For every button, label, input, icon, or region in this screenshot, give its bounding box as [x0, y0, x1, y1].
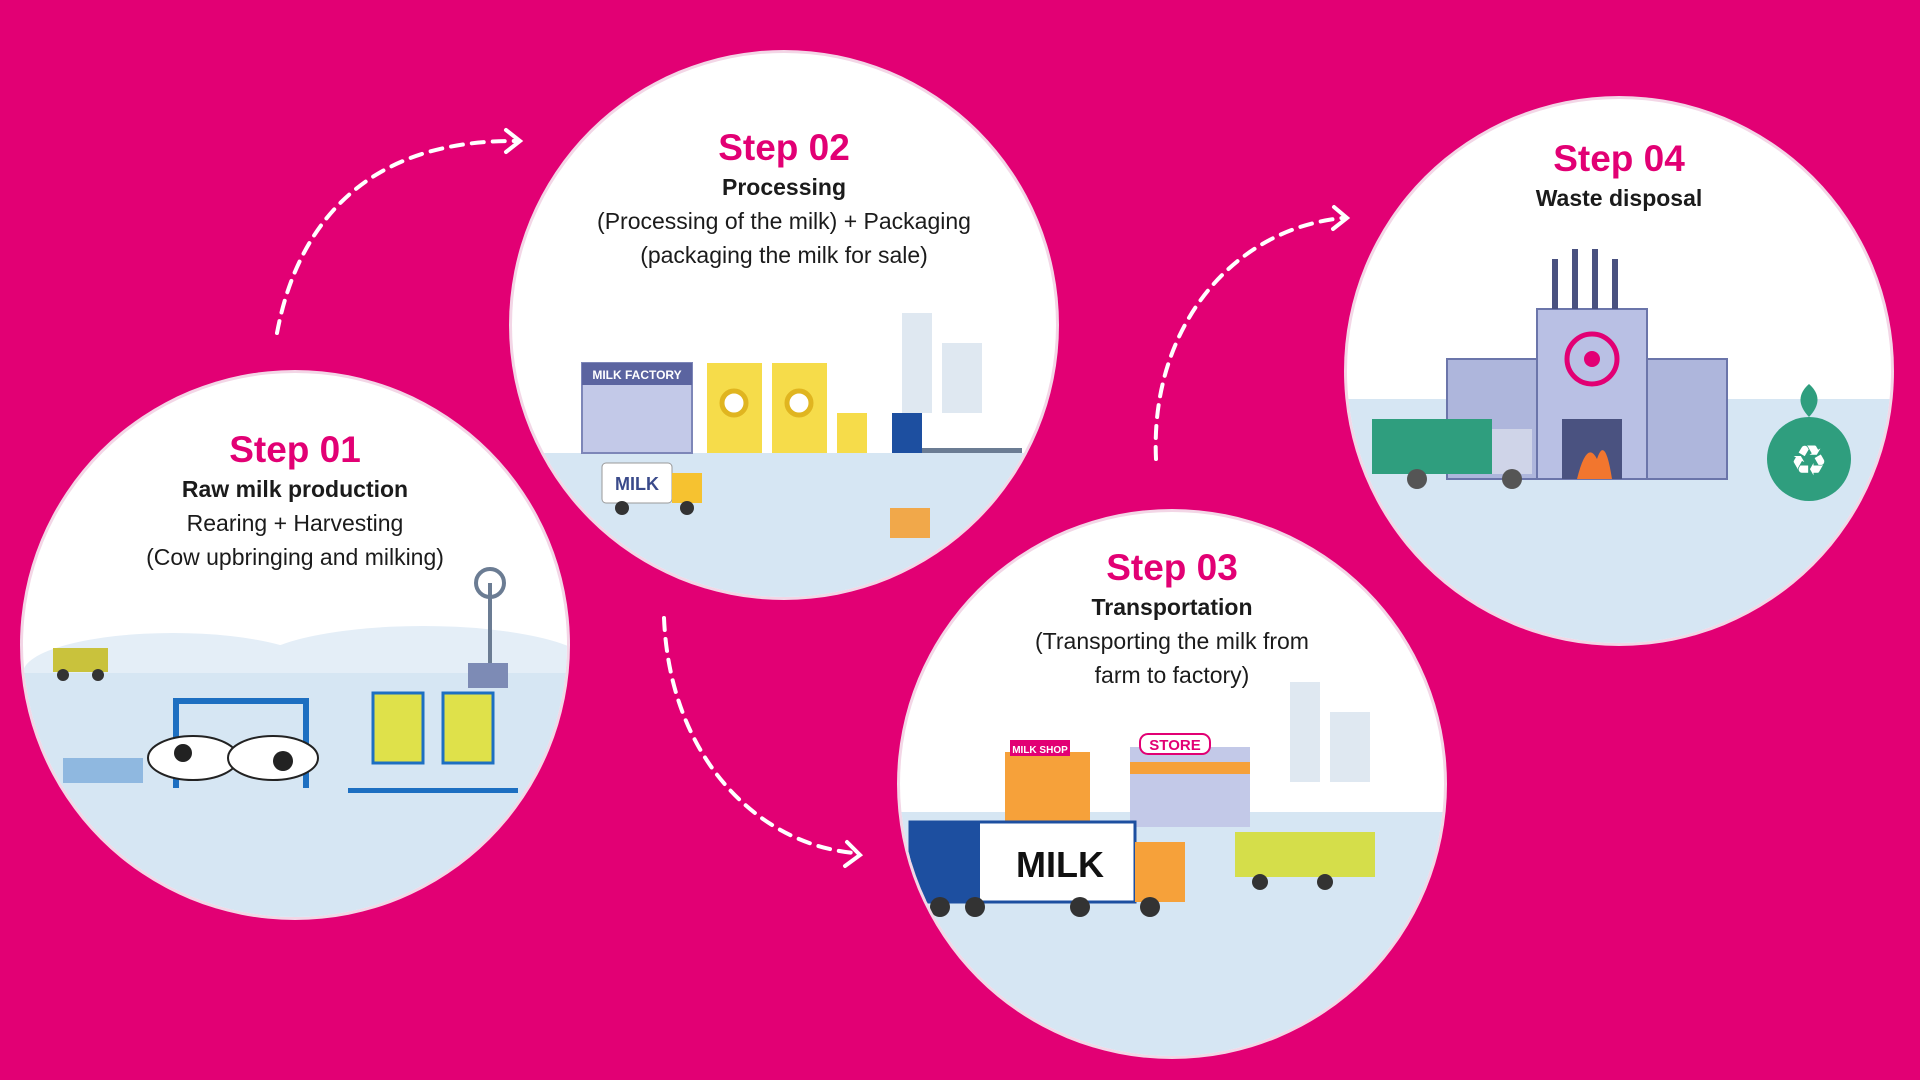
- step-title: Raw milk production: [181, 476, 409, 502]
- milk-shop-sign: MILK SHOP: [1012, 745, 1068, 756]
- step-title: Processing: [722, 174, 846, 200]
- truck-label: MILK: [1016, 844, 1104, 885]
- factory-illustration: MILK FACTORY MILK: [512, 313, 1056, 597]
- waste-disposal-illustration: ♻: [1347, 249, 1891, 643]
- step-description-line: Rearing + Harvesting: [186, 510, 404, 536]
- step-description-line: farm to factory): [1094, 662, 1250, 688]
- store-sign: STORE: [1149, 737, 1200, 754]
- arrow-step2-to-step3: [662, 616, 857, 855]
- step-label: Step 02: [718, 127, 850, 168]
- arrowhead-icon: [1331, 205, 1351, 231]
- recycle-cycle-icon: [1564, 331, 1620, 387]
- transport-illustration: MILK SHOP STORE MILK: [900, 682, 1444, 1056]
- arrowhead-icon: [504, 128, 524, 154]
- arrowhead-icon: [843, 840, 864, 868]
- step-description-line: (Processing of the milk) + Packaging: [597, 208, 971, 234]
- step-description-line: (Cow upbringing and milking): [146, 544, 444, 570]
- step-label: Step 03: [1106, 547, 1238, 588]
- factory-sign: MILK FACTORY: [592, 368, 681, 382]
- svg-text:♻: ♻: [1790, 436, 1828, 485]
- step-04-circle: ♻ Step 04 Waste disposal: [1347, 99, 1891, 643]
- step-label: Step 04: [1553, 138, 1685, 179]
- step-02-circle: MILK FACTORY MILK Step 02 Processing (Pr…: [512, 53, 1056, 597]
- arrow-step3-to-step4: [1153, 216, 1344, 461]
- step-01-circle: Step 01 Raw milk production Rearing + Ha…: [23, 373, 567, 917]
- truck-label: MILK: [615, 474, 659, 494]
- step-label: Step 01: [229, 429, 361, 470]
- step-description-line: (Transporting the milk from: [1035, 628, 1309, 654]
- arrow-step1-to-step2: [275, 138, 517, 335]
- step-title: Waste disposal: [1535, 185, 1703, 211]
- step-description-line: (packaging the milk for sale): [640, 242, 928, 268]
- recycle-globe-icon: [1767, 417, 1851, 501]
- step-title: Transportation: [1091, 594, 1253, 620]
- farm-illustration: [23, 567, 567, 917]
